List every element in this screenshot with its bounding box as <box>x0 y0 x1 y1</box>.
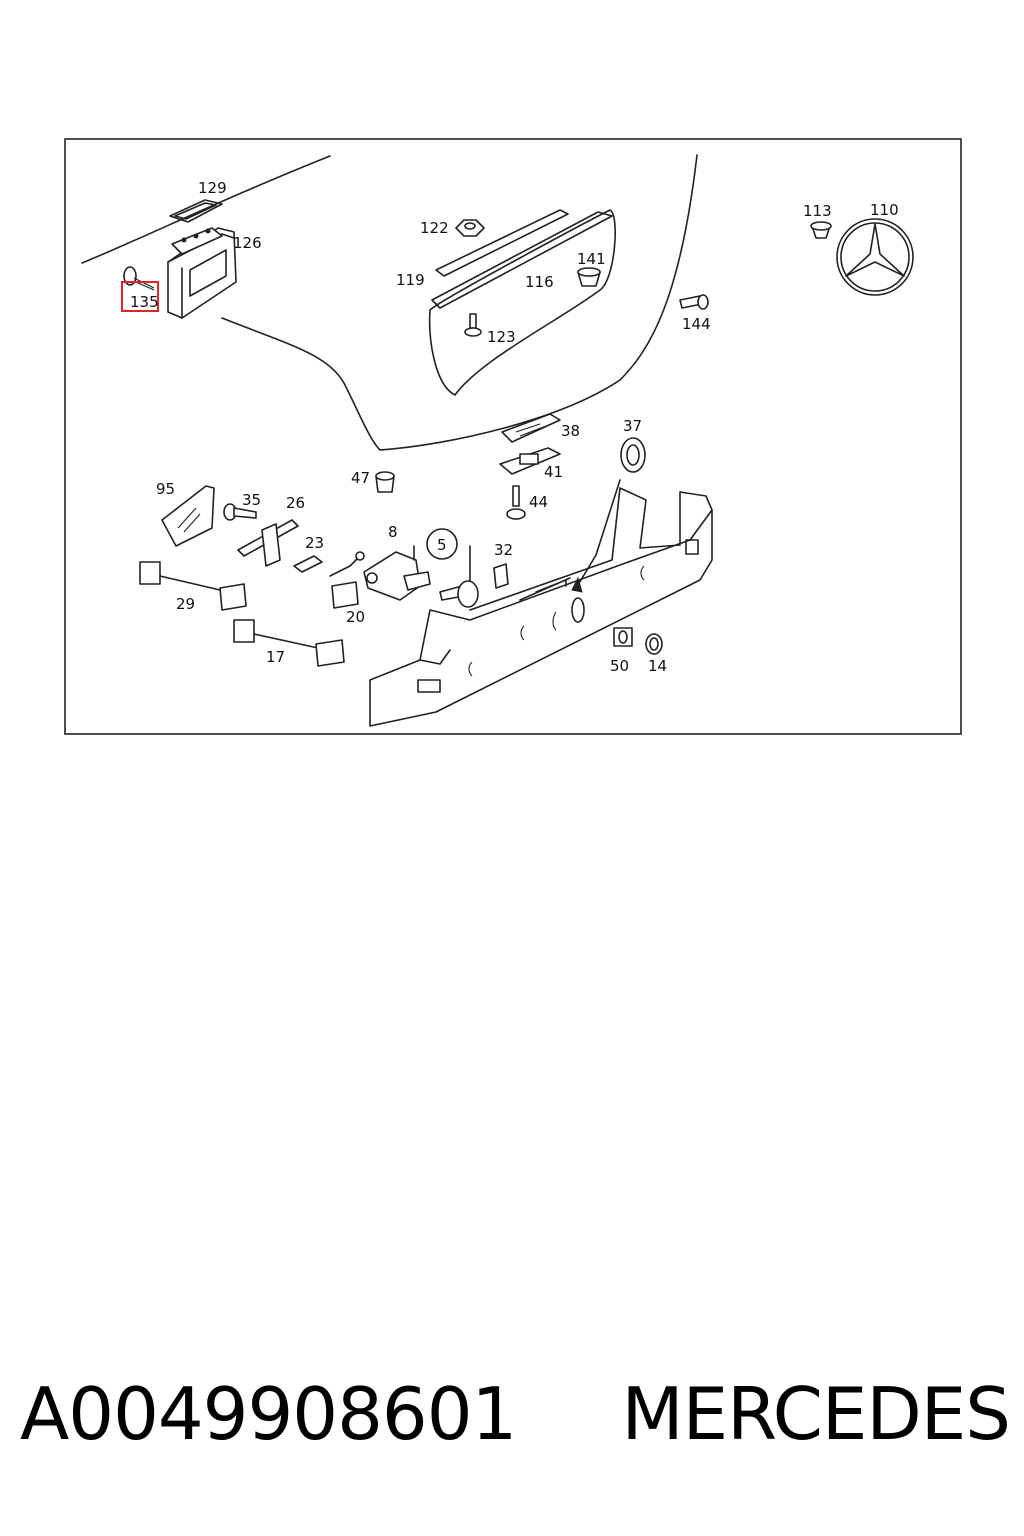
part-23-clip <box>293 555 323 573</box>
label-141: 141 <box>577 250 606 268</box>
part-26-lock <box>237 519 299 567</box>
label-116: 116 <box>525 273 554 291</box>
part-144-screw <box>679 294 709 310</box>
part-126-housing <box>167 227 237 319</box>
part-41-latch <box>499 447 561 475</box>
part-37-grommet <box>620 437 646 473</box>
highlight-box <box>121 281 159 312</box>
label-135: 135 <box>130 293 159 311</box>
part-38-plate <box>501 413 561 443</box>
part-number: A0049908601 <box>20 1372 517 1456</box>
diagram-frame <box>64 138 962 735</box>
part-20-switch <box>331 581 359 609</box>
label-113: 113 <box>803 202 832 220</box>
label-5: 5 <box>437 536 447 554</box>
label-26: 26 <box>286 494 305 512</box>
label-41: 41 <box>544 463 563 481</box>
label-123: 123 <box>487 328 516 346</box>
label-95: 95 <box>156 480 175 498</box>
part-caption: A0049908601 MERCEDES <box>20 1372 1011 1472</box>
label-38: 38 <box>561 422 580 440</box>
label-32: 32 <box>494 541 513 559</box>
part-129-gasket <box>169 199 223 223</box>
part-123-screw <box>464 313 482 337</box>
part-5-key <box>413 545 479 608</box>
label-144: 144 <box>682 315 711 333</box>
part-119-strip <box>435 209 569 277</box>
label-129: 129 <box>198 179 227 197</box>
label-50: 50 <box>610 657 629 675</box>
parts-diagram: 129 126 135 122 119 116 141 123 113 110 … <box>64 138 962 735</box>
part-bumper-trim <box>369 479 713 727</box>
label-47: 47 <box>351 469 370 487</box>
label-110: 110 <box>870 201 899 219</box>
part-32-clip <box>493 563 509 589</box>
part-44-screw <box>506 485 526 520</box>
part-113-grommet <box>810 221 832 239</box>
label-17: 17 <box>266 648 285 666</box>
part-17-cable <box>233 619 345 667</box>
part-122-nut <box>455 219 485 237</box>
part-8-lock-assembly <box>329 551 431 601</box>
label-23: 23 <box>305 534 324 552</box>
label-20: 20 <box>346 608 365 626</box>
part-labels: 129 126 135 122 119 116 141 123 113 110 … <box>130 179 899 675</box>
part-5-callout <box>426 528 458 560</box>
label-126: 126 <box>233 234 262 252</box>
part-47-nut <box>375 471 395 493</box>
trunk-lid <box>81 154 698 451</box>
label-122: 122 <box>420 219 449 237</box>
part-110-star-emblem <box>836 218 914 296</box>
label-14: 14 <box>648 657 667 675</box>
label-8: 8 <box>388 523 398 541</box>
label-37: 37 <box>623 417 642 435</box>
brand-name: MERCEDES <box>621 1372 1011 1456</box>
label-35: 35 <box>242 491 261 509</box>
part-95-bracket <box>161 485 215 547</box>
part-35-bolt <box>223 503 257 521</box>
part-50-bracket <box>613 627 633 647</box>
part-135-clip <box>121 266 159 312</box>
part-14-washer <box>645 633 663 655</box>
label-119: 119 <box>396 271 425 289</box>
part-141-grommet <box>577 267 601 287</box>
part-29-cable <box>139 561 247 611</box>
label-29: 29 <box>176 595 195 613</box>
label-44: 44 <box>529 493 548 511</box>
